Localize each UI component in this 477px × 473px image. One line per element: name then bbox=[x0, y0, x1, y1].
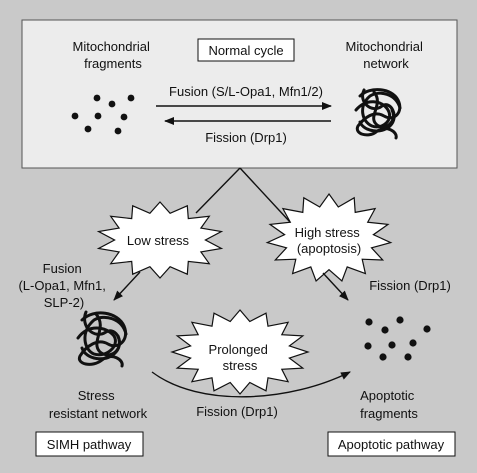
mitochondrial-network-tangle-icon bbox=[354, 88, 402, 140]
high-stress-arrow bbox=[322, 272, 349, 301]
low-stress-arrow bbox=[113, 271, 141, 301]
apoptotic-fragments-dots-icon bbox=[364, 316, 431, 361]
normal-cycle-box bbox=[197, 38, 295, 62]
prolonged-fission-arrow bbox=[151, 371, 351, 398]
prolonged-stress-burst bbox=[170, 309, 310, 395]
mitochondrial-fragments-dots-icon bbox=[71, 94, 135, 135]
bottom-fission-label: Fission (Drp1) bbox=[196, 404, 278, 419]
branch-line-right bbox=[239, 167, 291, 223]
prolonged-stress-label: Prolonged stress bbox=[209, 342, 272, 373]
network-label: Mitochondrial network bbox=[346, 39, 427, 71]
stress-resistant-network-icon bbox=[76, 310, 128, 368]
normal-cycle-label: Normal cycle bbox=[208, 43, 283, 58]
apoptotic-fragments-label: Apoptotic fragments bbox=[360, 388, 418, 421]
fusion-label: Fusion (S/L-Opa1, Mfn1/2) bbox=[169, 84, 323, 99]
right-fission-label: Fission (Drp1) bbox=[369, 278, 451, 293]
high-stress-burst bbox=[265, 192, 393, 283]
high-stress-label: High stress (apoptosis) bbox=[295, 225, 364, 256]
apoptotic-pathway-label: Apoptotic pathway bbox=[338, 437, 445, 452]
simh-pathway-box bbox=[35, 431, 144, 457]
simh-pathway-label: SIMH pathway bbox=[47, 437, 132, 452]
low-stress-burst bbox=[96, 201, 224, 279]
stress-resistant-network-label: Stress resistant network bbox=[49, 388, 148, 421]
left-fusion-label: Fusion (L-Opa1, Mfn1, SLP-2) bbox=[18, 261, 109, 310]
fragments-label: Mitochondrial fragments bbox=[73, 39, 154, 71]
branch-line-left bbox=[195, 167, 241, 214]
fission-label: Fission (Drp1) bbox=[205, 130, 287, 145]
low-stress-label: Low stress bbox=[127, 233, 190, 248]
apoptotic-pathway-box bbox=[327, 431, 456, 457]
